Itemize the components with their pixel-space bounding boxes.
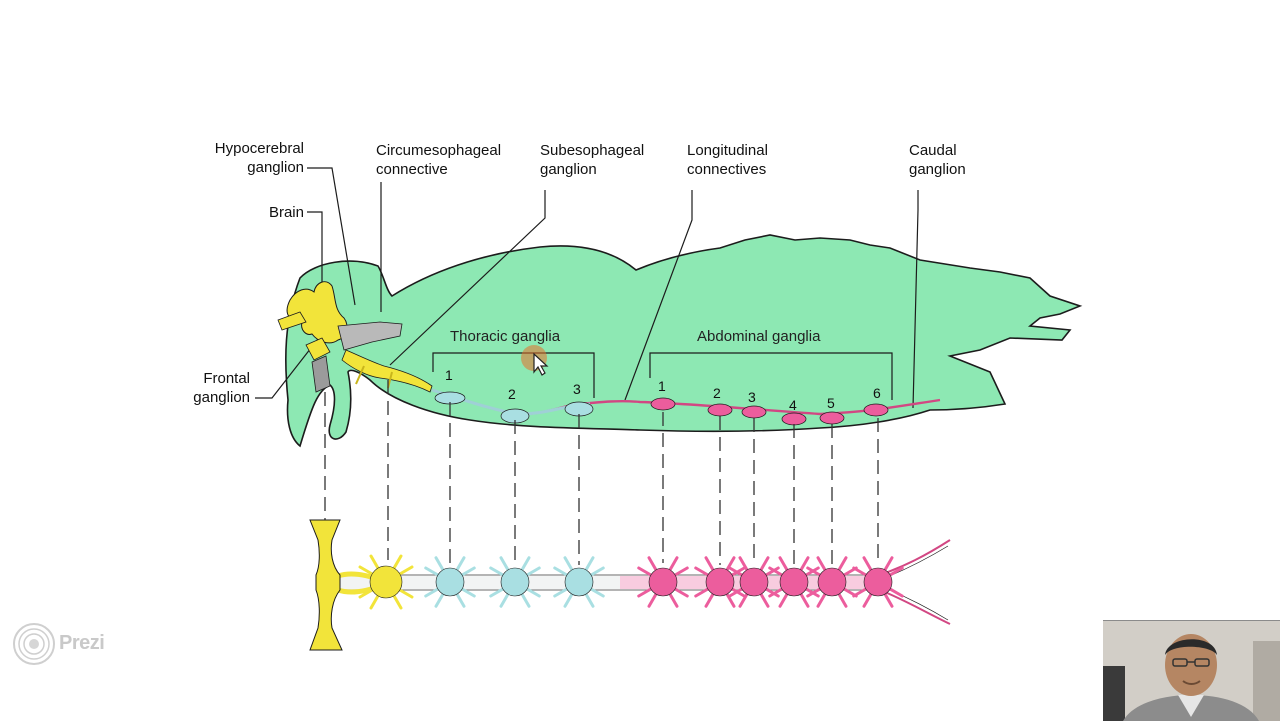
subesophageal-ganglion	[341, 349, 433, 393]
abdominal-bracket	[649, 352, 893, 400]
prezi-logo-icon	[13, 623, 55, 665]
head-ganglia	[277, 281, 433, 393]
schematic-subesophageal-ganglion	[358, 554, 414, 610]
abdominal-number: 5	[827, 395, 835, 411]
label-line: ganglion	[193, 389, 250, 406]
insect-body	[284, 234, 1083, 448]
label-caudal-ganglion: Caudal ganglion	[909, 141, 966, 179]
label-line: ganglion	[540, 161, 597, 178]
circumesophageal-connective	[337, 321, 403, 351]
schematic-abdominal-ganglion	[806, 556, 858, 608]
schematic-abdominal-ganglion	[852, 556, 904, 608]
label-line: Hypocerebral	[214, 140, 304, 157]
frontal-ganglion	[305, 337, 331, 361]
abdominal-number: 4	[789, 397, 797, 413]
presenter-video-icon	[1103, 621, 1280, 721]
label-line: Subesophageal	[540, 142, 645, 159]
abdominal-ganglion	[863, 403, 889, 417]
schematic-connectives	[337, 539, 951, 625]
thoracic-number: 1	[445, 367, 453, 383]
abdominal-number: 6	[873, 385, 881, 401]
prezi-brand-text: Prezi	[59, 632, 105, 654]
projection-lines	[324, 380, 879, 565]
label-line: Caudal	[909, 142, 957, 159]
presenter-webcam	[1103, 620, 1280, 721]
schematic-abdominal-ganglion	[768, 556, 820, 608]
label-line: ganglion	[909, 161, 966, 178]
schematic-thoracic-ganglion	[424, 556, 476, 608]
label-brain: Brain	[268, 204, 304, 221]
label-line: Frontal	[203, 370, 250, 387]
abdominal-ganglion	[650, 397, 676, 411]
label-line: connective	[376, 161, 448, 178]
label-subesophageal-ganglion: Subesophageal ganglion	[540, 141, 644, 179]
pointer-arrow-icon	[533, 352, 549, 376]
abdominal-number: 1	[658, 378, 666, 394]
abdominal-ganglion	[819, 411, 845, 425]
label-longitudinal-connectives: Longitudinal connectives	[687, 141, 768, 179]
schematic-brain	[309, 519, 343, 651]
schematic-thoracic-ganglion	[553, 556, 605, 608]
abdominal-ganglion	[781, 412, 807, 426]
thoracic-ganglion	[564, 401, 594, 417]
abdominal-ganglion	[707, 403, 733, 417]
mouse-cursor	[521, 345, 549, 376]
label-thoracic-ganglia: Thoracic ganglia	[450, 328, 561, 345]
schematic-thoracic-ganglion	[489, 556, 541, 608]
thoracic-number: 2	[508, 386, 516, 402]
label-hypocerebral-ganglion: Hypocerebral ganglion	[182, 139, 304, 177]
label-line: Longitudinal	[687, 142, 768, 159]
abdominal-number: 3	[748, 389, 756, 405]
label-circumesophageal-connective: Circumesophageal connective	[376, 141, 501, 179]
prezi-watermark: Prezi	[12, 622, 122, 666]
leader-lines	[255, 167, 919, 409]
label-line: ganglion	[247, 159, 304, 176]
abdominal-number: 2	[713, 385, 721, 401]
schematic-abdominal-ganglion	[694, 556, 746, 608]
abdominal-ganglion	[741, 405, 767, 419]
thoracic-number: 3	[573, 381, 581, 397]
thoracic-bracket	[432, 352, 595, 398]
label-frontal-ganglion: Frontal ganglion	[160, 369, 250, 407]
label-line: connectives	[687, 161, 767, 178]
schematic-abdominal-ganglion	[637, 556, 689, 608]
label-line: Circumesophageal	[376, 142, 502, 159]
label-abdominal-ganglia: Abdominal ganglia	[697, 328, 821, 345]
